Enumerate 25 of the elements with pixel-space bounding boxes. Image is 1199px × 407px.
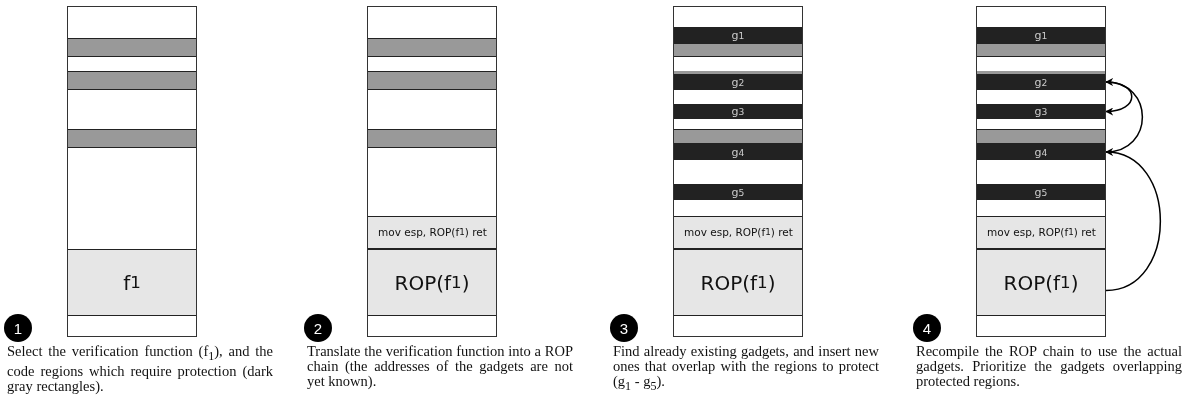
step-number: 3 [610,314,638,342]
protected-region-bar [977,129,1105,144]
memory-column [367,6,497,337]
memory-column [976,6,1106,337]
protected-region-bar [68,129,196,148]
memory-column [673,6,803,337]
arrow [1105,81,1133,115]
step-caption: Select the verification function (f$_{1}$), and the code regions which require protection (dark gray rectangles). [7,344,273,394]
step-number: 2 [304,314,332,342]
arrow [1105,149,1162,292]
step-caption: Translate the verification function into a ROP chain (the addresses of the gadgets are not yet known). [307,344,573,389]
step-caption: Find already existing gadgets, and insert new ones that overlap with the regions to protect (g$_{1}$ - g$_{5}$). [613,344,879,394]
protected-region-bar [977,43,1105,57]
protected-region-bar [674,129,802,144]
step-caption: Recompile the ROP chain to use the actual gadgets. Prioritize the gadgets overlapping protected regions. [916,344,1182,389]
protected-region-bar [368,129,496,148]
step-number: 1 [4,314,32,342]
arrow [1105,78,1144,153]
step-number: 4 [913,314,941,342]
protected-region-bar [674,43,802,57]
protected-region-bar [368,71,496,90]
protected-region-bar [68,71,196,90]
protected-region-bar [368,38,496,57]
memory-column [67,6,197,337]
protected-region-bar [68,38,196,57]
